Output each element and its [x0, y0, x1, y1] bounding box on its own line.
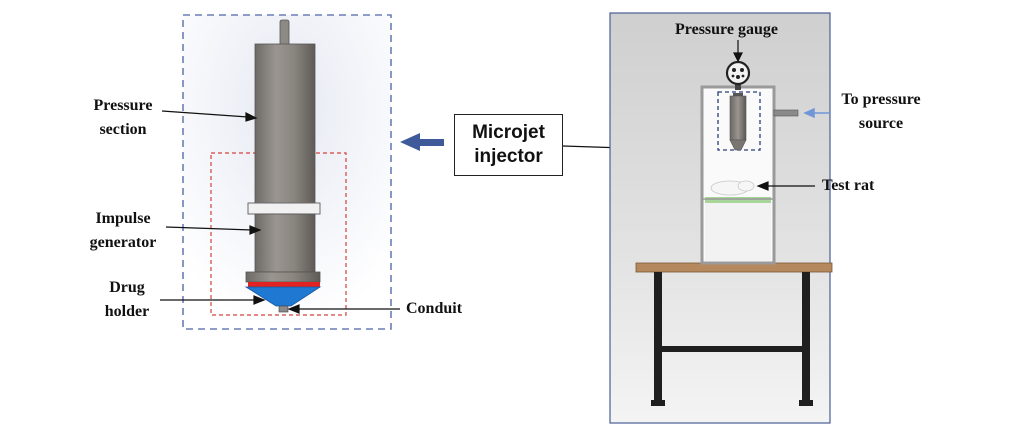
- gauge-mark-1: [732, 68, 736, 72]
- table-crossbar: [662, 346, 802, 352]
- gauge-mark-3: [736, 75, 740, 79]
- center-arrow: [400, 133, 444, 151]
- pressure-source-arrowhead: [803, 107, 815, 119]
- label-pressure-section: Pressure section: [88, 94, 158, 142]
- enclosure: [700, 85, 799, 265]
- pressure-source-tube: [773, 109, 799, 117]
- arrowhead-drug-holder: [253, 295, 266, 305]
- conduit-nozzle: [278, 305, 289, 313]
- label-drug-holder-line2: holder: [104, 303, 150, 320]
- label-pressure-section-line2: section: [99, 121, 147, 138]
- small-injector-cap: [733, 93, 743, 96]
- small-injector-tip: [729, 139, 747, 151]
- label-to-pressure-source-line1: To pressure: [841, 91, 921, 108]
- pressure-section-cylinder: [254, 43, 316, 205]
- pressure-source-arrow: [803, 107, 830, 119]
- leader-pressure-section: [161, 110, 249, 118]
- arrowhead-test-rat: [756, 181, 769, 191]
- test-rat-head: [737, 180, 755, 192]
- table-foot-right: [799, 400, 813, 406]
- label-drug-holder: Drug holder: [96, 276, 158, 324]
- microjet-injector-label-box: Microjet injector: [454, 114, 563, 176]
- label-pressure-section-line1: Pressure: [93, 97, 153, 114]
- gauge-dial: [725, 60, 751, 86]
- blue-dashed-outline: [182, 14, 392, 330]
- label-impulse-generator: Impulse generator: [74, 207, 172, 255]
- label-conduit: Conduit: [406, 300, 463, 317]
- base-flange: [245, 271, 321, 283]
- label-drug-holder-line1: Drug: [109, 279, 145, 296]
- label-to-pressure-source: To pressure source: [826, 88, 936, 136]
- right-panel: [609, 12, 833, 424]
- right-panel-border: [609, 12, 831, 424]
- injector-device: [244, 19, 322, 313]
- label-test-rat: Test rat: [822, 177, 875, 194]
- label-to-pressure-source-line2: source: [858, 115, 904, 132]
- collar-ring: [247, 202, 321, 215]
- small-injector: [717, 91, 761, 151]
- table-leg-left: [654, 272, 662, 406]
- red-seal-layer: [248, 282, 320, 287]
- label-pressure-gauge: Pressure gauge: [675, 21, 778, 38]
- left-panel: [160, 14, 400, 330]
- table-leg-right: [802, 272, 810, 406]
- red-dashed-outline: [210, 152, 347, 316]
- leader-impulse-generator: [165, 226, 253, 231]
- center-arrow-shaft: [418, 139, 444, 146]
- center-arrow-head: [400, 133, 420, 151]
- drug-holder-cone: [244, 286, 322, 307]
- green-platform: [705, 197, 771, 203]
- arrowhead-pressure-gauge: [733, 52, 743, 63]
- top-stem: [279, 19, 290, 47]
- label-impulse-generator-line2: generator: [89, 234, 157, 251]
- gauge-mark-4: [731, 74, 735, 78]
- label-impulse-generator-line1: Impulse: [95, 210, 151, 227]
- arrowhead-conduit: [287, 304, 300, 314]
- microjet-injector-line1: Microjet: [472, 122, 545, 143]
- impulse-generator-cylinder: [254, 213, 316, 273]
- gauge-mark-2: [740, 68, 744, 72]
- gauge-mark-5: [741, 74, 745, 78]
- small-injector-cylinder: [729, 95, 747, 141]
- right-leader-lines: [733, 40, 815, 191]
- arrowhead-pressure-section: [245, 112, 258, 122]
- microjet-injector-line2: injector: [474, 146, 543, 167]
- gauge-stem: [735, 84, 741, 90]
- table-foot-left: [651, 400, 665, 406]
- left-leader-lines: [160, 110, 400, 314]
- arrowhead-impulse-generator: [249, 225, 262, 235]
- lower-compartment: [705, 203, 771, 261]
